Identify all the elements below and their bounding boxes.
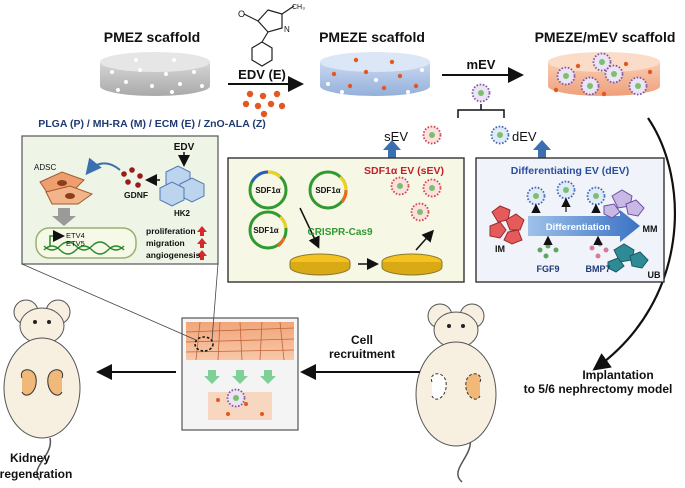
pmeze-scaffold bbox=[320, 52, 430, 96]
dev-up-arrow bbox=[533, 140, 551, 160]
regenerated-mouse bbox=[3, 299, 81, 481]
recruited-tissue-panel bbox=[181, 317, 299, 431]
edv-methyl-label: CH₃ bbox=[292, 4, 305, 11]
differentiation-label: Differentiation bbox=[546, 222, 611, 233]
implantation-label-line2: to 5/6 nephrectomy model bbox=[524, 382, 673, 396]
cell-recruitment-label-line2: recruitment bbox=[329, 347, 395, 361]
ub-label: UB bbox=[648, 270, 661, 280]
zoom-line-right bbox=[211, 263, 219, 341]
sev-vesicle-icon bbox=[422, 125, 442, 145]
pmez-scaffold-label: PMEZ scaffold bbox=[104, 29, 200, 45]
cell-recruitment-label-line1: Cell bbox=[351, 333, 373, 347]
pmeze-mev-scaffold-label: PMEZE/mEV scaffold bbox=[535, 29, 676, 45]
dev-label: dEV bbox=[512, 129, 537, 144]
im-label: IM bbox=[495, 244, 505, 254]
etv5-label: ETV5 bbox=[66, 239, 85, 248]
mev-arrow-label: mEV bbox=[467, 57, 496, 72]
effect-angiogenesis: angiogenesis bbox=[146, 250, 201, 260]
sdf1a-panel-title: SDF1α EV (sEV) bbox=[364, 165, 444, 177]
gdnf-label: GDNF bbox=[124, 190, 148, 200]
mev-vesicle-icon bbox=[471, 83, 491, 103]
pmez-scaffold bbox=[100, 52, 210, 96]
edv-arrow-label: EDV (E) bbox=[238, 67, 286, 82]
plasmid-label-3: SDF1α bbox=[253, 226, 278, 235]
mechanism-edv-label: EDV bbox=[174, 142, 195, 153]
crispr-label: CRISPR-Cas9 bbox=[307, 227, 372, 238]
zoom-line-left bbox=[21, 263, 197, 341]
effect-migration: migration bbox=[146, 238, 185, 248]
dev-vesicle-icon bbox=[490, 125, 510, 145]
dev-panel bbox=[475, 157, 665, 283]
implanted-mouse bbox=[415, 303, 497, 483]
plasmid-label-2: SDF1α bbox=[315, 186, 340, 195]
sev-label: sEV bbox=[384, 129, 408, 144]
edv-nitrogen-label: N bbox=[284, 25, 290, 34]
implantation-label-line1: Implantation bbox=[582, 368, 653, 382]
edv-particles bbox=[242, 90, 286, 118]
etv4-label: ETV4 bbox=[66, 231, 85, 240]
fgf9-label: FGF9 bbox=[536, 264, 559, 274]
effect-proliferation: proliferation bbox=[146, 226, 196, 236]
edv-molecule-structure bbox=[243, 5, 295, 67]
adsc-label: ADSC bbox=[34, 163, 56, 172]
mev-bracket bbox=[457, 104, 505, 118]
sev-up-arrow bbox=[383, 140, 401, 160]
edv-oxygen-label: O bbox=[238, 9, 245, 19]
mechanism-panel bbox=[21, 135, 219, 265]
kidney-regeneration-line1: Kidney bbox=[10, 451, 50, 465]
hk2-label: HK2 bbox=[174, 209, 191, 218]
dev-panel-title: Differentiating EV (dEV) bbox=[511, 165, 629, 177]
implantation-curve-arrow bbox=[592, 117, 676, 371]
scaffold-composition-label: PLGA (P) / MH-RA (M) / ECM (E) / ZnO-ALA… bbox=[38, 118, 265, 130]
pmeze-scaffold-label: PMEZE scaffold bbox=[319, 29, 425, 45]
bmp7-label: BMP7 bbox=[585, 264, 610, 274]
sdf1a-panel bbox=[227, 157, 465, 283]
kidney-regeneration-line2: regeneration bbox=[0, 467, 72, 481]
mm-label: MM bbox=[643, 224, 658, 234]
plasmid-label-1: SDF1α bbox=[255, 186, 280, 195]
pmeze-mev-scaffold bbox=[548, 52, 660, 97]
